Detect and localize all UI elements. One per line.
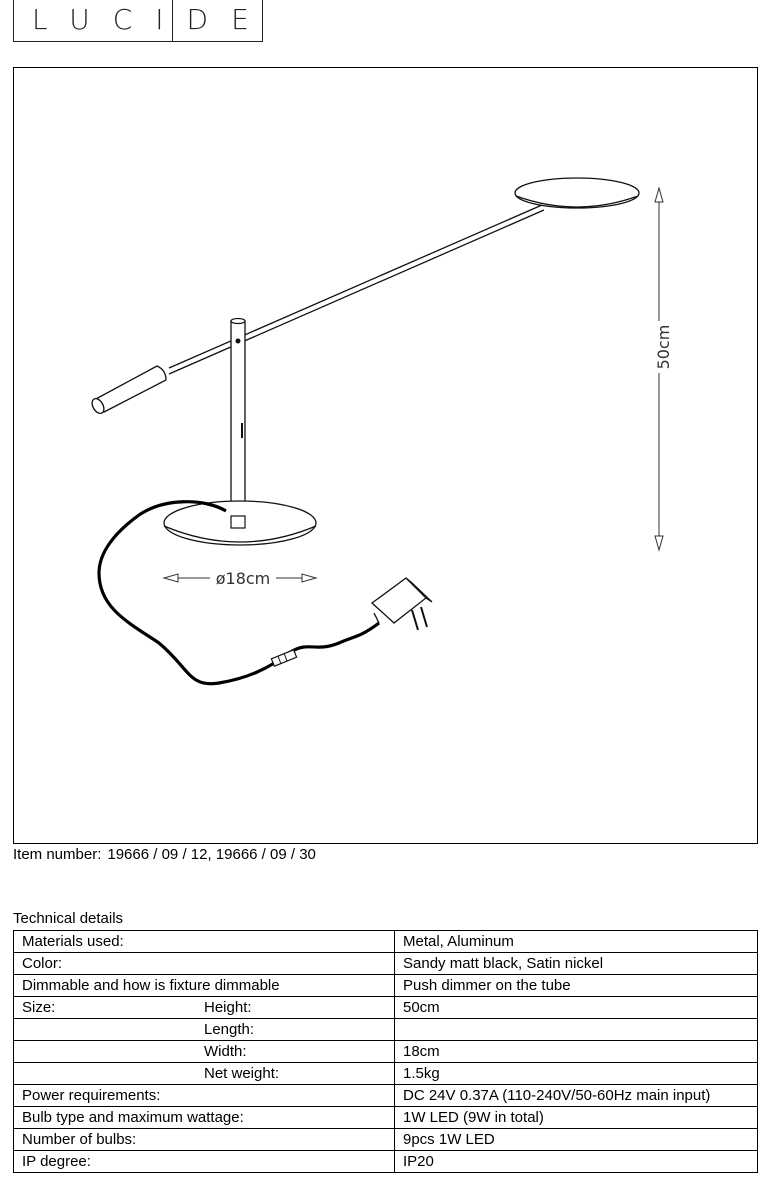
height-dimension-label: 50cm [654,325,673,370]
row-sublabel: Length: [204,1021,255,1038]
lamp-base [163,500,317,546]
row-value: DC 24V 0.37A (110-240V/50-60Hz main inpu… [394,1084,758,1107]
row-value: 18cm [394,1040,758,1063]
table-row: Net weight: 1.5kg [13,1062,758,1085]
row-label-cell: Dimmable and how is fixture dimmable [13,974,395,997]
diameter-dimension: ø18cm [162,569,318,588]
power-adapter [370,577,433,631]
row-label-cell: Bulb type and maximum wattage: [13,1106,395,1129]
item-number-label: Item number: [13,846,102,863]
table-row: Bulb type and maximum wattage: 1W LED (9… [13,1106,758,1129]
logo-text: LUCIDE [32,3,272,36]
row-sublabel: Height: [204,999,252,1016]
row-label: Bulb type and maximum wattage: [22,1109,244,1126]
row-value: Sandy matt black, Satin nickel [394,952,758,975]
table-row: Dimmable and how is fixture dimmable Pus… [13,974,758,997]
row-value: Push dimmer on the tube [394,974,758,997]
row-label-cell: Width: [13,1040,395,1063]
lamp-head [514,177,640,209]
row-value: 1W LED (9W in total) [394,1106,758,1129]
row-label-cell: Number of bulbs: [13,1128,395,1151]
diameter-dimension-label: ø18cm [216,569,271,588]
row-value: Metal, Aluminum [394,930,758,953]
technical-details-table: Materials used: Metal, Aluminum Color: S… [13,930,758,1173]
lamp-illustration: 50cm ø18cm [91,177,673,686]
row-value [394,1018,758,1041]
row-label-cell: Net weight: [13,1062,395,1085]
technical-details-title: Technical details [13,910,124,927]
row-value: IP20 [394,1150,758,1173]
row-label-cell: Color: [13,952,395,975]
row-label: Power requirements: [22,1087,161,1104]
row-label: Materials used: [22,933,124,950]
item-number-value: 19666 / 09 / 12, 19666 / 09 / 30 [107,846,316,863]
row-label-cell: Size: Height: [13,996,395,1019]
table-row: Length: [13,1018,758,1041]
table-row: Materials used: Metal, Aluminum [13,930,758,953]
cable-connector [270,649,298,667]
table-row: Power requirements: DC 24V 0.37A (110-24… [13,1084,758,1107]
row-sublabel: Width: [204,1043,247,1060]
brand-logo: LUCIDE [13,0,263,42]
row-label-cell: Materials used: [13,930,395,953]
row-label: Dimmable and how is fixture dimmable [22,977,280,994]
row-label-cell: Power requirements: [13,1084,395,1107]
height-dimension: 50cm [654,186,673,552]
table-row: Color: Sandy matt black, Satin nickel [13,952,758,975]
power-cable [97,500,380,686]
row-value: 1.5kg [394,1062,758,1085]
product-drawing: 50cm ø18cm [13,67,758,844]
row-value: 50cm [394,996,758,1019]
row-label-cell: Length: [13,1018,395,1041]
table-row: Size: Height: 50cm [13,996,758,1019]
lamp-post [230,317,246,533]
table-row: Number of bulbs: 9pcs 1W LED [13,1128,758,1151]
table-row: Width: 18cm [13,1040,758,1063]
item-number: Item number: 19666 / 09 / 12, 19666 / 09 … [13,846,316,863]
row-label: Color: [22,955,63,972]
logo-divider [172,0,173,42]
row-value: 9pcs 1W LED [394,1128,758,1151]
row-label: IP degree: [22,1153,91,1170]
lamp-counterweight [91,365,167,415]
table-row: IP degree: IP20 [13,1150,758,1173]
row-label-cell: IP degree: [13,1150,395,1173]
row-sublabel: Net weight: [204,1065,280,1082]
row-label: Size: [22,999,56,1016]
lamp-arm [168,204,545,375]
row-label: Number of bulbs: [22,1131,137,1148]
